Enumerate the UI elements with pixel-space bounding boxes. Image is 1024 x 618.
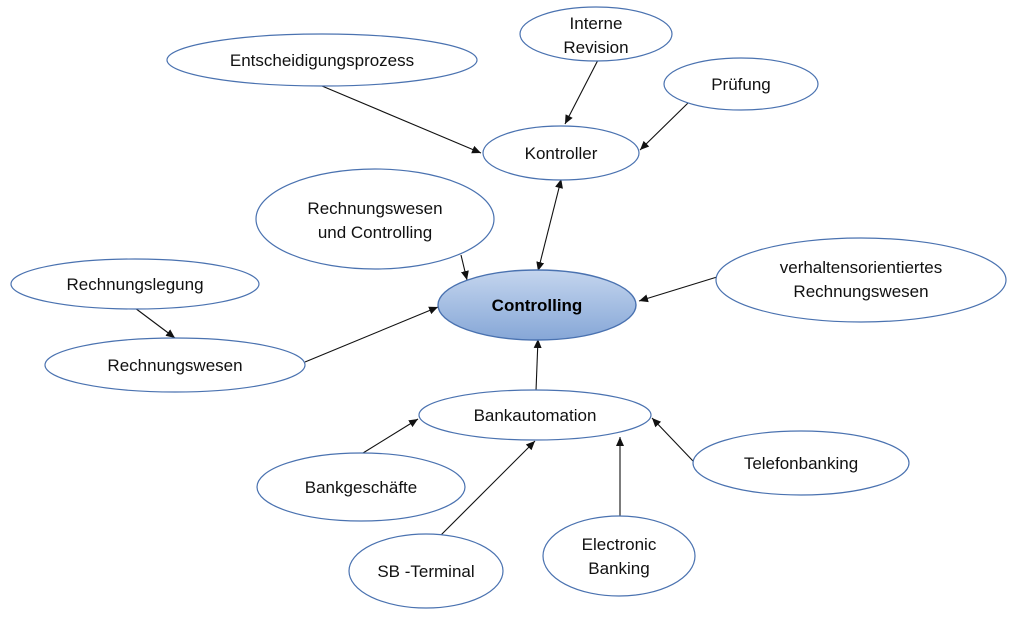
edge-kontroller-controlling [536, 179, 563, 272]
node-label-line2: Rechnungswesen [793, 282, 928, 301]
node-shape [418, 389, 652, 441]
node-label-line2: und Controlling [318, 223, 432, 242]
node-pruefung: Prüfung [663, 57, 819, 111]
node-rechnungswesen-und-controlling: Rechnungswesen und Controlling [255, 168, 495, 270]
node-shape [663, 57, 819, 111]
node-interne-revision: Interne Revision [519, 6, 673, 62]
edge-rechnungswesen-controlling [304, 306, 439, 363]
edge-rwc-controlling [460, 254, 469, 281]
center-label: Controlling [492, 296, 583, 315]
node-label-line1: Rechnungswesen [307, 199, 442, 218]
node-shape [348, 533, 504, 609]
node-shape [10, 258, 260, 310]
node-label: Bankautomation [474, 406, 597, 425]
node-rechnungslegung: Rechnungslegung [10, 258, 260, 310]
node-kontroller: Kontroller [482, 125, 640, 181]
node-label-line2: Revision [563, 38, 628, 57]
node-controlling-center: Controlling [437, 269, 637, 341]
node-telefonbanking: Telefonbanking [692, 430, 910, 496]
center-shape [437, 269, 637, 341]
edge-rechnungslegung-rechnungswesen [134, 307, 176, 339]
node-label: Rechnungswesen [107, 356, 242, 375]
node-shape [166, 33, 478, 87]
edge-bankautomation-controlling [533, 338, 542, 392]
node-bankgeschaefte: Bankgeschäfte [256, 452, 466, 522]
edge-entscheidung-kontroller [321, 85, 482, 154]
node-bankautomation: Bankautomation [418, 389, 652, 441]
node-shape [256, 452, 466, 522]
edge-interne-kontroller [564, 59, 599, 125]
node-label: Kontroller [525, 144, 598, 163]
node-verhaltensorientiertes-rechnungswesen: verhaltensorientiertes Rechnungswesen [715, 237, 1007, 323]
edge-pruefung-kontroller [639, 102, 689, 151]
edges [134, 59, 718, 536]
node-label-line1: verhaltensorientiertes [780, 258, 943, 277]
edge-bankgeschaefte-bankautomation [362, 418, 419, 454]
node-shape [715, 237, 1007, 323]
node-label-line1: Electronic [582, 535, 657, 554]
node-shape [482, 125, 640, 181]
edge-verhalten-controlling [638, 276, 718, 303]
node-label-line2: Banking [588, 559, 649, 578]
node-label: Prüfung [711, 75, 771, 94]
edge-sbterminal-bankautomation [440, 440, 536, 536]
node-label: Telefonbanking [744, 454, 858, 473]
node-shape [44, 337, 306, 393]
node-shape [692, 430, 910, 496]
node-rechnungswesen: Rechnungswesen [44, 337, 306, 393]
node-label: SB -Terminal [377, 562, 474, 581]
node-label-line1: Interne [570, 14, 623, 33]
node-entscheidigungsprozess: Entscheidigungsprozess [166, 33, 478, 87]
node-electronic-banking: Electronic Banking [542, 515, 696, 597]
node-shape [255, 168, 495, 270]
node-label: Bankgeschäfte [305, 478, 417, 497]
edge-telefonbanking-bankautomation [651, 417, 694, 462]
node-label: Rechnungslegung [66, 275, 203, 294]
node-shape [542, 515, 696, 597]
node-shape [519, 6, 673, 62]
node-sb-terminal: SB -Terminal [348, 533, 504, 609]
node-label: Entscheidigungsprozess [230, 51, 414, 70]
